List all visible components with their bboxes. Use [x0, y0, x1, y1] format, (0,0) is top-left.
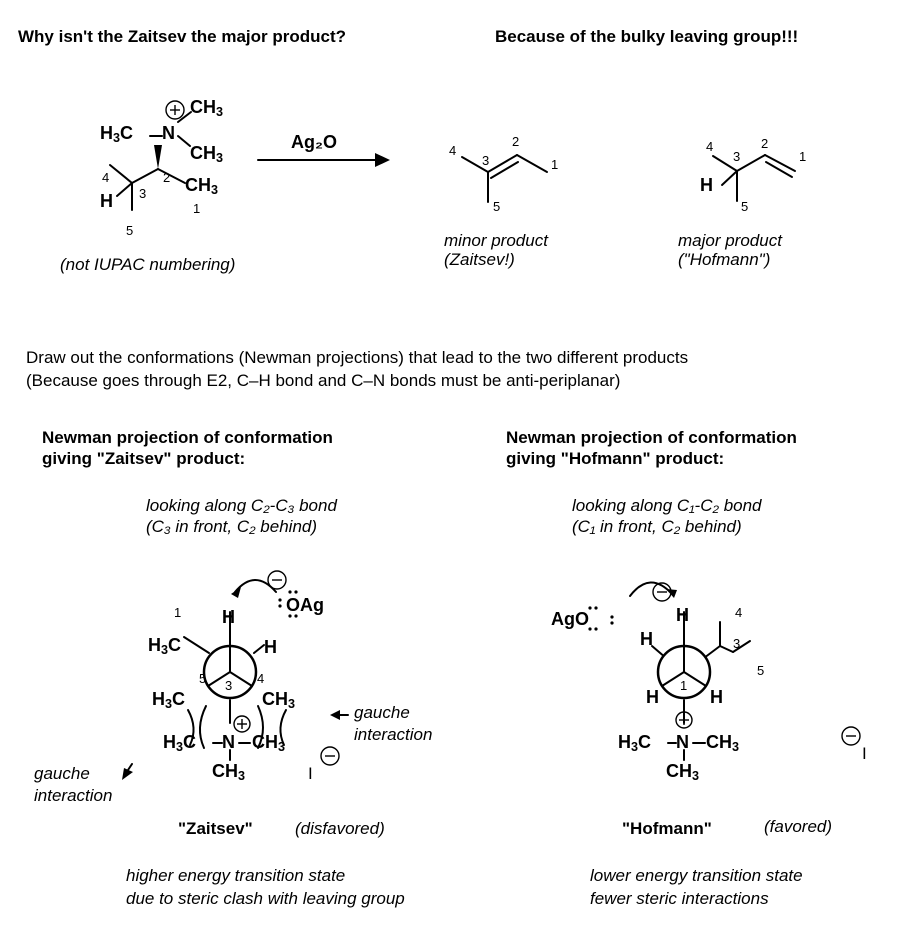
- right-panel-title: giving "Hofmann" product:: [506, 449, 725, 468]
- carbon-number: 3: [139, 186, 147, 201]
- carbon-number: 1: [551, 157, 559, 172]
- methyl-label: CH3: [190, 143, 224, 166]
- carbon-number: 1: [193, 201, 201, 216]
- carbon-number: 4: [735, 605, 743, 620]
- methyl-label: H3C: [163, 732, 197, 755]
- carbon-number: 4: [706, 139, 714, 154]
- carbon-number: 3: [225, 678, 233, 693]
- carbon-number: 3: [733, 149, 741, 164]
- iodide-label: I: [862, 744, 867, 763]
- newman-back-h: H: [640, 629, 653, 649]
- reagent-label: Ag₂O: [291, 132, 337, 152]
- left-looking-note: (C₃ in front, C₂ behind): [146, 517, 318, 536]
- newman-back-h: H: [710, 687, 723, 707]
- nitrogen-label: N: [676, 732, 689, 752]
- intro-line: (Because goes through E2, C–H bond and C…: [26, 371, 621, 390]
- gauche-label: interaction: [354, 725, 433, 744]
- base-label: AgO: [551, 609, 589, 629]
- carbon-number: 1: [174, 605, 182, 620]
- left-panel-title: Newman projection of conformation: [42, 428, 333, 447]
- minor-product-note: (Zaitsev!): [444, 250, 515, 269]
- h3c-label: H3C: [100, 123, 134, 146]
- methyl-label: CH3: [252, 732, 286, 755]
- hofmann-status: (favored): [764, 817, 833, 836]
- methyl-label: CH3: [262, 689, 296, 712]
- nitrogen-label: N: [222, 732, 235, 752]
- carbon-number: 1: [799, 149, 807, 164]
- major-product-label: major product: [678, 231, 782, 250]
- carbon-number: 5: [126, 223, 134, 238]
- numbering-note: (not IUPAC numbering): [60, 255, 236, 274]
- newman-front-h: H: [646, 687, 659, 707]
- major-product-note: ("Hofmann"): [678, 250, 771, 269]
- newman-back-h: H: [264, 637, 277, 657]
- carbon-number: 5: [199, 671, 207, 686]
- right-conclusion: lower energy transition state: [590, 866, 803, 885]
- carbon-number: 5: [493, 199, 501, 214]
- carbon-number: 5: [741, 199, 749, 214]
- carbon-number: 4: [102, 170, 110, 185]
- base-label: OAg: [286, 595, 324, 615]
- methyl-label: H3C: [618, 732, 652, 755]
- right-panel-title: Newman projection of conformation: [506, 428, 797, 447]
- carbon-number: 5: [757, 663, 765, 678]
- carbon-number: 4: [449, 143, 457, 158]
- methyl-label: CH3: [212, 761, 246, 784]
- right-looking-note: (C₁ in front, C₂ behind): [572, 517, 742, 536]
- answer-heading: Because of the bulky leaving group!!!: [495, 27, 799, 46]
- gauche-label: gauche: [34, 764, 90, 783]
- carbon-number: 2: [761, 136, 769, 151]
- left-conclusion: higher energy transition state: [126, 866, 346, 885]
- methyl-label: CH3: [185, 175, 219, 198]
- left-panel-title: giving "Zaitsev" product:: [42, 449, 246, 468]
- newman-front-h: H: [222, 607, 235, 627]
- carbon-number: 3: [482, 153, 490, 168]
- nitrogen-label: N: [162, 123, 175, 143]
- methyl-label: H3C: [148, 635, 182, 658]
- intro-line: Draw out the conformations (Newman proje…: [26, 348, 689, 367]
- carbon-number: 2: [163, 170, 171, 185]
- right-looking-along: looking along C₁-C₂ bond: [572, 496, 762, 515]
- right-conclusion: fewer steric interactions: [590, 889, 769, 908]
- hydrogen-label: H: [700, 175, 713, 195]
- minor-product-label: minor product: [444, 231, 548, 250]
- gauche-label: gauche: [354, 703, 410, 722]
- methyl-label: CH3: [190, 97, 224, 120]
- methyl-label: CH3: [706, 732, 740, 755]
- hofmann-name: "Hofmann": [622, 819, 712, 838]
- newman-front-h: H: [676, 605, 689, 625]
- carbon-number: 2: [512, 134, 520, 149]
- carbon-number: 4: [257, 671, 265, 686]
- iodide-label: I: [308, 764, 313, 783]
- hydrogen-label: H: [100, 191, 113, 211]
- left-conclusion: due to steric clash with leaving group: [126, 889, 405, 908]
- question-heading: Why isn't the Zaitsev the major product?: [18, 27, 347, 46]
- methyl-label: H3C: [152, 689, 186, 712]
- zaitsev-name: "Zaitsev": [178, 819, 253, 838]
- carbon-number: 1: [680, 678, 688, 693]
- left-looking-along: looking along C₂-C₃ bond: [146, 496, 337, 515]
- carbon-number: 3: [733, 636, 741, 651]
- zaitsev-status: (disfavored): [295, 819, 385, 838]
- methyl-label: CH3: [666, 761, 700, 784]
- gauche-label: interaction: [34, 786, 113, 805]
